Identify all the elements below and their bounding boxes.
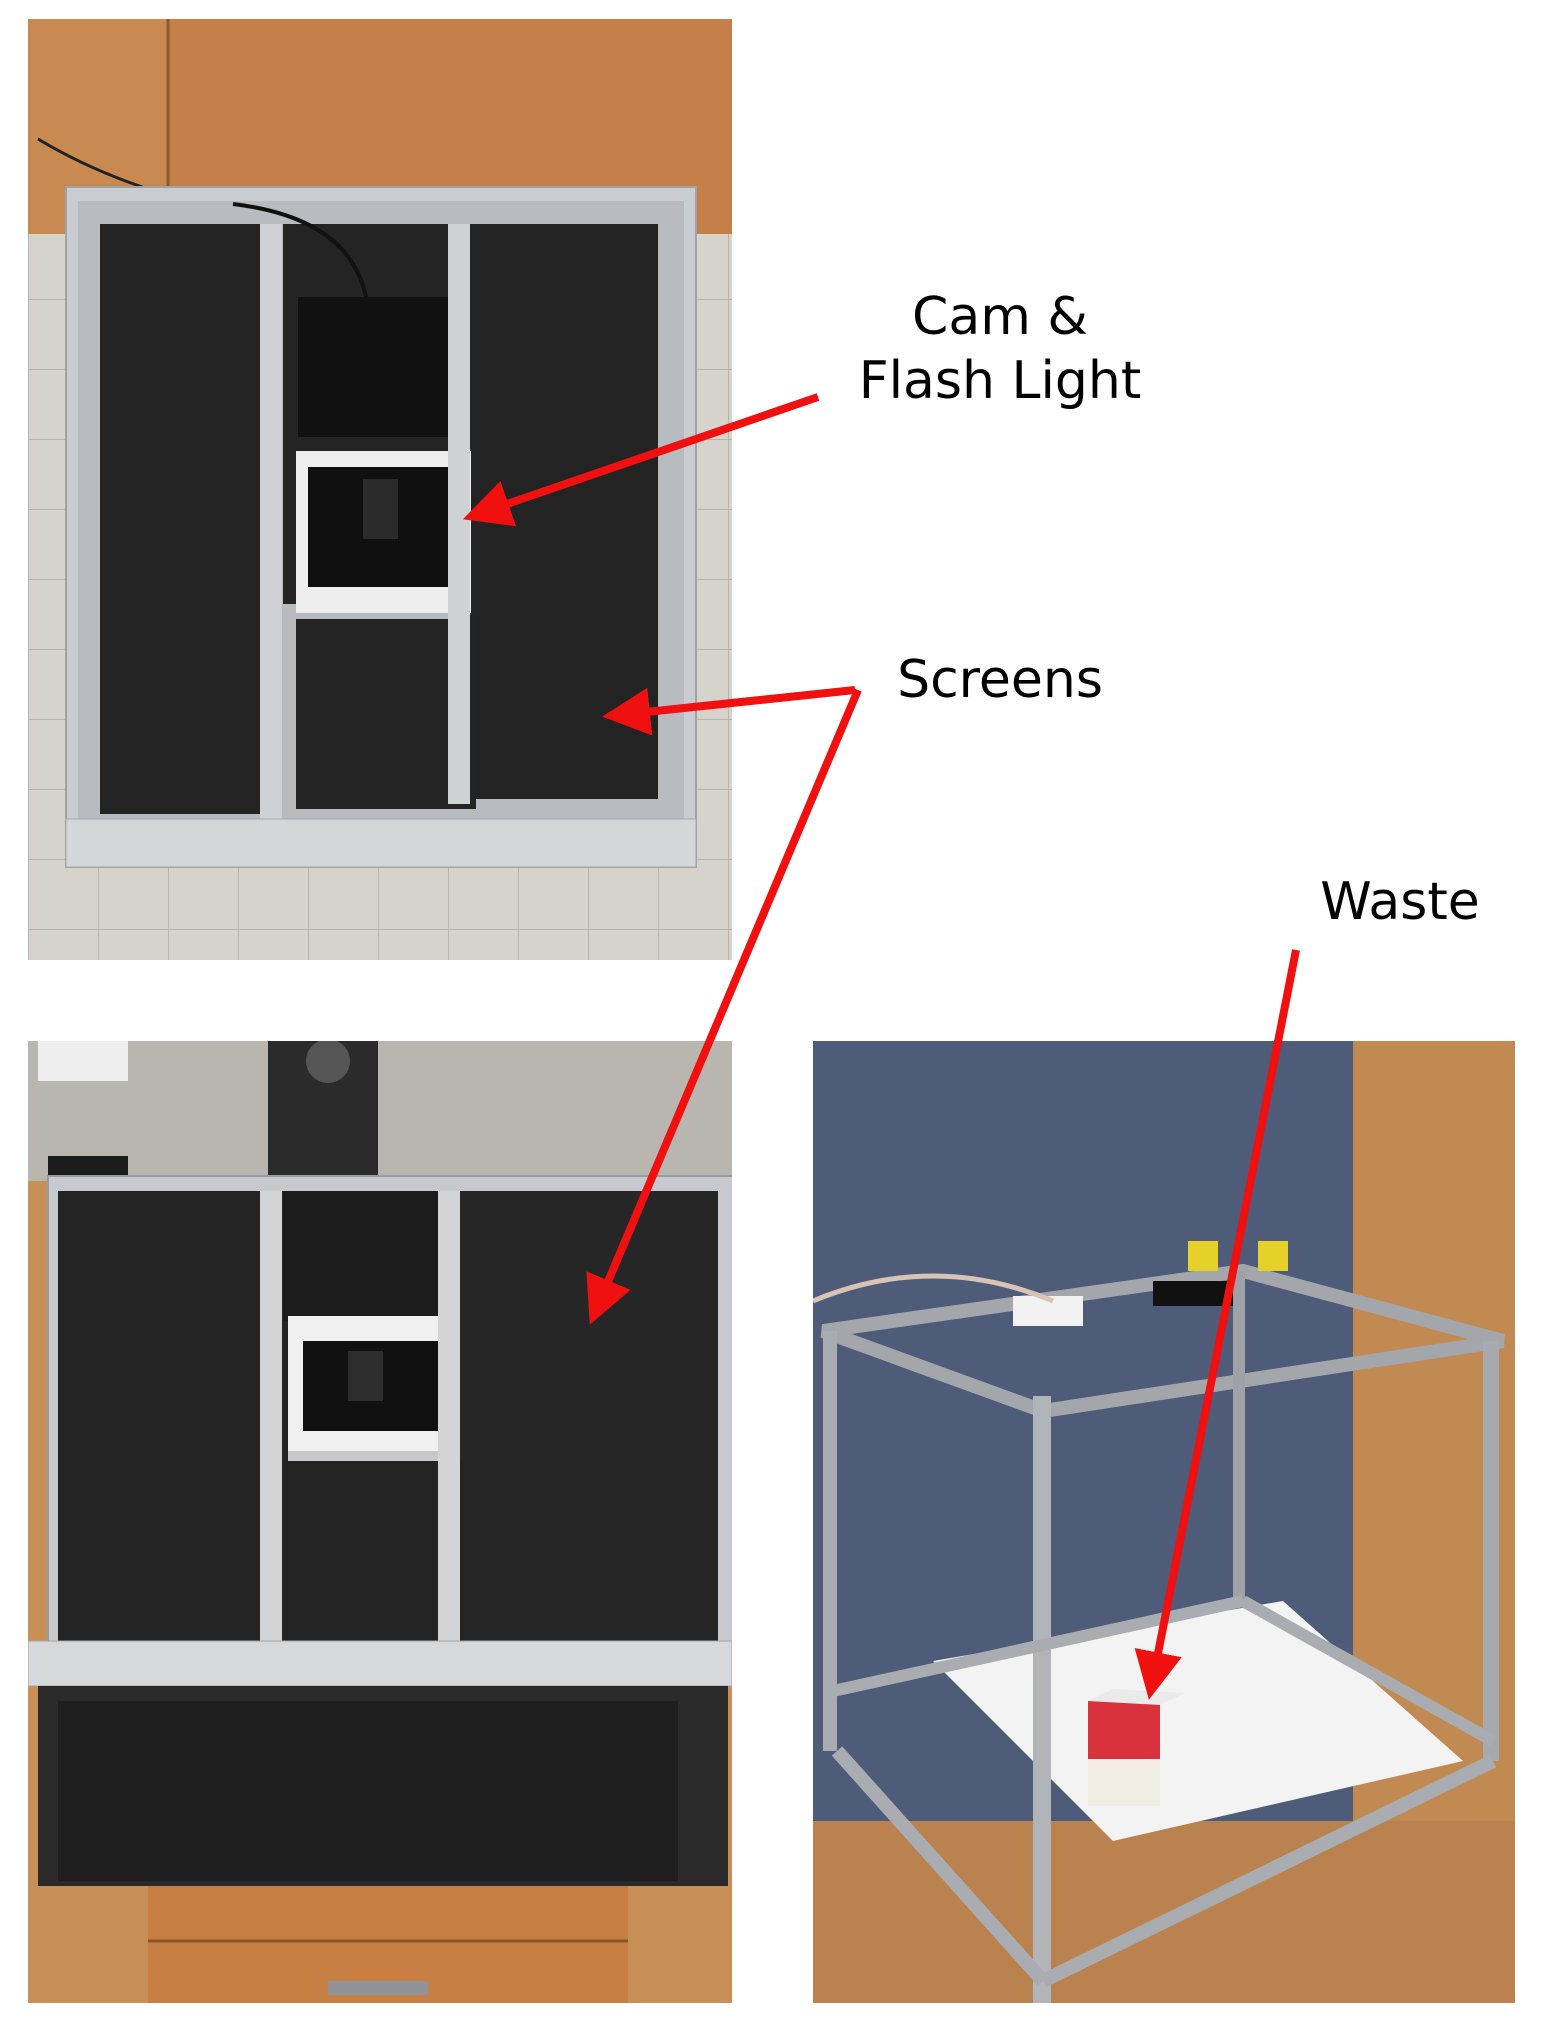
label-screens: Screens [897,650,1103,710]
photo-enclosure-side-view [813,1041,1515,2003]
label-waste: Waste [1320,872,1480,932]
label-cam-line-2: Flash Light [858,351,1142,411]
photo-enclosure-angled-view [28,1041,732,2003]
label-cam-flash-light: Cam & Flash Light [850,285,1150,413]
photo-enclosure-top-view [28,19,732,960]
label-cam-line-1: Cam & [912,287,1088,347]
